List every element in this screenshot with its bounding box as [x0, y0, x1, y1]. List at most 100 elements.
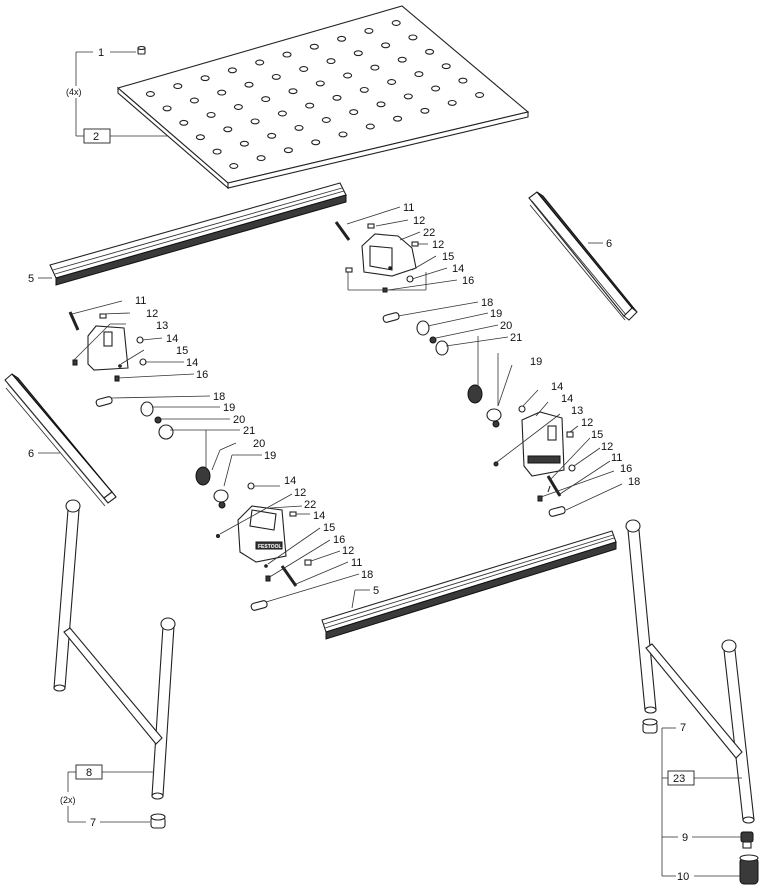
callout-22-a: 22 [423, 227, 435, 239]
bracket-assembly-lower: FESTOOL [216, 482, 360, 611]
callout-14-b: 14 [551, 381, 563, 393]
leader-plate [75, 51, 168, 144]
callout-1: 1 [98, 47, 104, 59]
tabletop-hole [145, 91, 155, 97]
callout-7-b: 7 [680, 722, 686, 734]
callout-23: 23 [673, 773, 685, 785]
tabletop-hole [381, 42, 391, 49]
callout-12-b: 12 [432, 239, 444, 251]
box-8 [75, 764, 103, 780]
callout-11-d: 11 [351, 557, 362, 569]
callout-20-a: 20 [500, 320, 512, 332]
tabletop-hole [365, 123, 375, 130]
tabletop-hole [431, 85, 441, 92]
tabletop-hole [393, 115, 403, 122]
bracket-assembly-left [68, 300, 195, 382]
callout-14-d: 14 [166, 333, 178, 345]
callout-5-a: 5 [28, 273, 34, 285]
callout-6-b: 6 [28, 448, 34, 460]
tabletop-hole [391, 20, 401, 26]
multiplier-plate: (4x) [66, 87, 82, 97]
callout-21-b: 21 [243, 425, 255, 437]
callout-14-e: 14 [186, 357, 198, 369]
tabletop-hole [311, 139, 321, 146]
box-23 [667, 770, 695, 786]
profile-rail-6-right [528, 191, 638, 321]
tabletop-hole [261, 96, 271, 103]
tabletop-hole [283, 147, 293, 154]
tabletop-hole [271, 73, 281, 80]
brand-label-lower: FESTOOL [258, 544, 282, 550]
tabletop-hole [321, 117, 331, 123]
callout-12-a: 12 [413, 215, 425, 227]
callout-10: 10 [677, 871, 689, 883]
callout-13-b: 13 [156, 320, 168, 332]
callout-21-a: 21 [510, 332, 522, 344]
callout-14-c: 14 [561, 393, 573, 405]
tabletop-hole [173, 83, 183, 90]
leg-frame-right [625, 519, 755, 824]
tabletop-hole [217, 89, 227, 96]
callout-19-c: 19 [223, 402, 235, 414]
callout-18-a: 18 [481, 297, 493, 309]
tabletop-hole [420, 107, 430, 114]
tabletop-hole [288, 88, 298, 95]
callout-20-c: 20 [233, 414, 245, 426]
tabletop-hole [309, 43, 319, 50]
callout-22-b: 22 [304, 499, 316, 511]
tabletop-hole [458, 77, 468, 84]
callout-6-a: 6 [606, 238, 612, 250]
foot-10 [739, 854, 759, 885]
callout-8: 8 [86, 767, 92, 779]
tabletop-hole [337, 35, 347, 42]
tabletop-hole [282, 51, 292, 58]
callout-12-g: 12 [342, 545, 354, 557]
tabletop-hole [315, 80, 325, 87]
tabletop-hole [326, 58, 336, 65]
tabletop-hole [233, 104, 243, 110]
callout-18-d: 18 [361, 569, 373, 581]
callout-11-a: 11 [403, 202, 414, 214]
tabletop-hole [227, 67, 237, 74]
tabletop-hole [162, 105, 172, 112]
tabletop-hole [370, 64, 380, 71]
profile-rail-6-left [4, 373, 117, 507]
tabletop-hole [294, 124, 304, 131]
tabletop-hole [447, 99, 457, 106]
end-cap-left [150, 813, 166, 829]
profile-rail-5-lower [321, 530, 617, 640]
callout-9: 9 [682, 832, 688, 844]
callout-19-a: 19 [490, 308, 502, 320]
tabletop-hole [425, 48, 435, 55]
clamp-knob-set-left [95, 395, 262, 509]
callout-12-f: 12 [294, 487, 306, 499]
callout-19-d: 19 [264, 450, 276, 462]
callout-19-b: 19 [530, 356, 542, 368]
tabletop-hole [475, 92, 485, 98]
callout-12-e: 12 [146, 308, 158, 320]
tabletop-hole [359, 86, 369, 93]
tabletop-hole [256, 155, 266, 162]
tabletop-hole [267, 132, 277, 139]
tabletop-hole [229, 163, 239, 169]
tabletop-hole [349, 109, 359, 116]
tabletop-hole [403, 93, 413, 100]
tabletop-hole [223, 126, 233, 133]
callout-16-d: 16 [333, 534, 345, 546]
tabletop-hole [244, 81, 254, 88]
callout-13-a: 13 [571, 405, 583, 417]
tabletop-hole [414, 71, 424, 78]
clamp-knob-set-top [382, 301, 513, 428]
bracket-assembly-top [334, 206, 458, 293]
tabletop-hole [212, 148, 222, 155]
tabletop-hole [255, 59, 265, 66]
tabletop-hole [353, 50, 363, 57]
bracket-assembly-right: FESTOOL [493, 389, 623, 517]
callout-18-b: 18 [628, 476, 640, 488]
tabletop-hole [195, 134, 205, 141]
tabletop-hole [397, 56, 407, 63]
callout-2: 2 [93, 131, 99, 143]
tabletop-hole [250, 118, 260, 125]
callout-16-c: 16 [196, 369, 208, 381]
